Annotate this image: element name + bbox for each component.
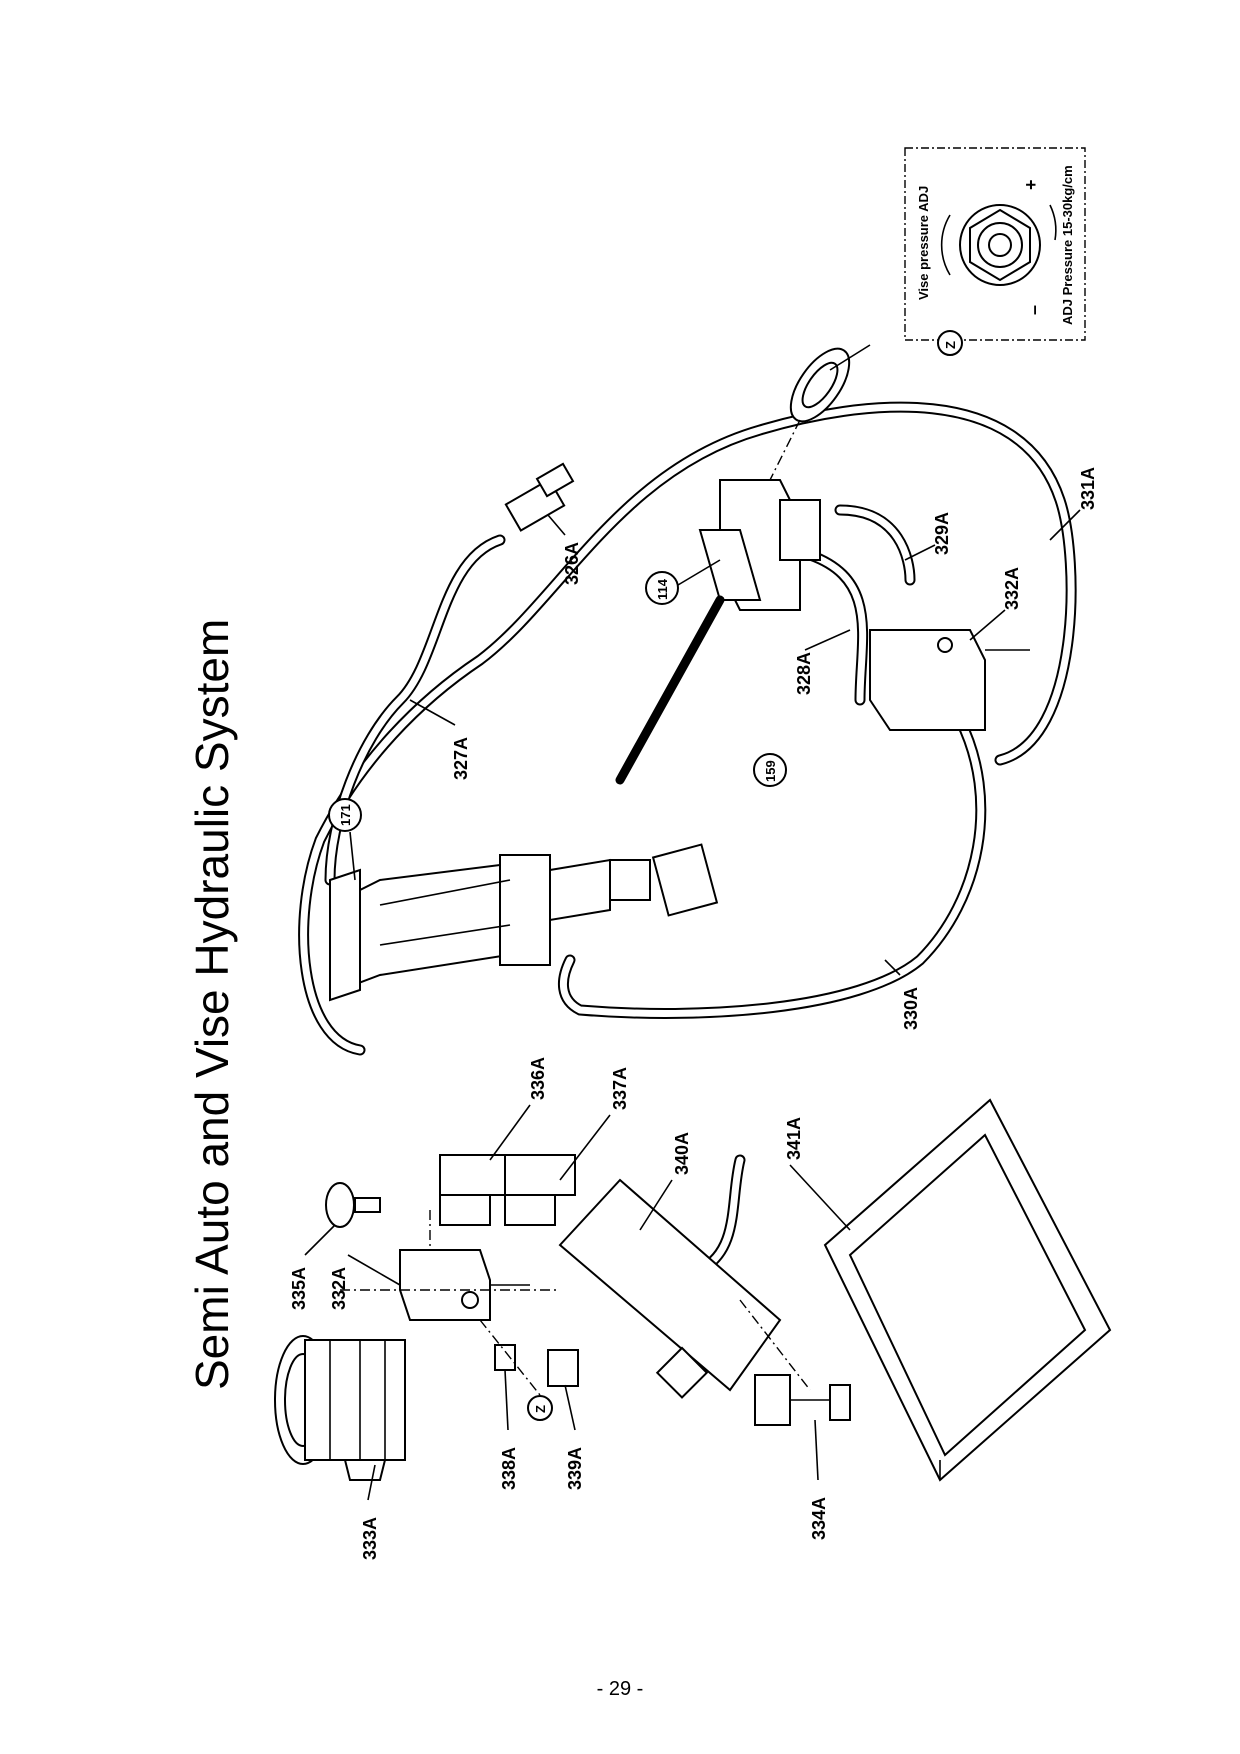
vise-pressure-inset: Z Vise pressure ADJ ADJ Pressure 15-30kg… [904,147,1086,356]
hose-pump-return [694,1154,746,1276]
callout-171: 171 [338,804,353,826]
solenoid-337a [504,1154,576,1226]
solenoid-336a [439,1154,511,1226]
label-335a: 335A [289,1267,309,1310]
callout-114-circle [645,571,679,605]
label-333a: 333A [360,1517,380,1560]
motor-333a [274,1335,406,1481]
label-340a: 340A [672,1132,692,1175]
inset-title: Vise pressure ADJ [916,186,931,300]
manifold-332a-left [399,1249,530,1321]
label-334a: 334A [809,1497,829,1540]
label-338a: 338A [499,1447,519,1490]
callout-z: Z [533,1405,548,1413]
label-331a: 331A [1078,467,1098,510]
label-332a-right: 332A [1002,567,1022,610]
inset-minus: – [1024,305,1044,315]
hose-331a [298,401,1077,1056]
handwheel [789,344,871,423]
inset-plus: + [1021,179,1041,190]
label-341a: 341A [784,1117,804,1160]
page-number: - 29 - [596,1678,644,1700]
callout-114: 114 [655,578,670,600]
label-326a: 326A [562,542,582,585]
filter-339a [547,1349,579,1387]
hydraulic-cylinder [329,843,719,1002]
label-339a: 339A [565,1447,585,1490]
label-336a: 336A [528,1057,548,1100]
manifold-332a-right [869,629,1030,731]
label-329a: 329A [932,512,952,555]
valve-326a [504,462,575,532]
callout-z-circle [527,1395,553,1421]
hose-330a [557,714,987,1019]
part-labels: 333A 335A 332A 338A 339A 334A 336A 337A … [289,467,1098,1560]
inset-callout-z: Z [943,341,958,349]
plate-340a [558,1178,782,1399]
callout-159-circle [753,753,787,787]
hose-328a [804,549,869,706]
tank-341a [823,1098,1112,1482]
label-330a: 330A [901,987,921,1030]
inset-pressure: ADJ Pressure 15-30kg/cm [1060,165,1075,325]
vise-body [615,479,821,785]
gauge-335a [325,1182,381,1228]
fitting-338a [494,1344,516,1371]
label-328a: 328A [794,652,814,695]
label-327a: 327A [451,737,471,780]
callout-159: 159 [763,760,778,782]
callout-171-circle [328,798,362,832]
pump-334a [754,1374,851,1426]
label-337a: 337A [610,1067,630,1110]
hose-329a [834,504,916,586]
page-title: Semi Auto and Vise Hydraulic System [186,619,238,1390]
label-332a-left: 332A [329,1267,349,1310]
